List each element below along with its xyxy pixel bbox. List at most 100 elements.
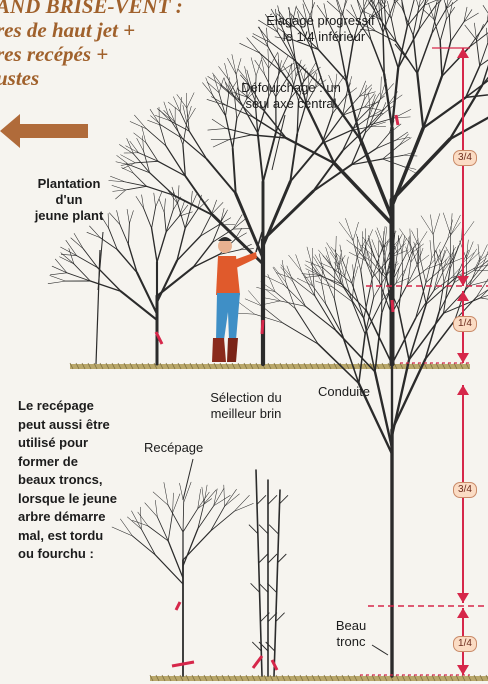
tree-branch — [128, 223, 129, 244]
tree-branch — [315, 296, 336, 331]
tree-branch — [432, 9, 447, 34]
tree-branch — [365, 110, 370, 133]
tree-branch — [159, 199, 164, 213]
tree-branch — [238, 302, 255, 314]
tree-branch — [127, 209, 129, 223]
tree-branch — [326, 304, 342, 335]
tree-branch — [446, 7, 454, 19]
label-pointer — [98, 232, 103, 290]
tree-branch — [352, 283, 364, 318]
left-arrow-icon — [0, 114, 88, 148]
label-line: utilisé pour — [18, 434, 117, 453]
tree-branch — [133, 536, 156, 555]
label-line: Défourchage : un — [226, 80, 356, 96]
title-line: ustes — [0, 66, 183, 90]
tree-branch — [289, 255, 302, 271]
tree-branch — [198, 489, 201, 509]
label-pointer — [372, 645, 388, 655]
recepage-cut-mark — [176, 602, 180, 610]
label-line: lorsque le jeune — [18, 490, 117, 509]
sprout-stem — [256, 470, 262, 676]
tree-branch — [324, 274, 335, 299]
sprout-twig — [269, 525, 278, 534]
tree-branch — [307, 247, 312, 267]
measure-arrowhead — [457, 353, 469, 363]
tree-branch — [255, 314, 283, 323]
tree-branch — [381, 77, 382, 99]
tree-branch — [233, 219, 245, 229]
tree-branch — [211, 200, 216, 214]
tree-branch — [232, 54, 236, 74]
tree-branch — [271, 43, 294, 60]
tree-branch — [357, 237, 358, 257]
label-line: peut aussi être — [18, 416, 117, 435]
tree-branch — [376, 133, 389, 148]
tree-branch — [121, 291, 157, 320]
tree-branch — [421, 216, 433, 235]
tree-branch — [87, 232, 100, 237]
tree-branch — [347, 41, 354, 81]
tree-branch — [417, 34, 431, 73]
defourchage-label: Défourchage : un seul axe central — [226, 80, 356, 112]
tree-branch — [234, 503, 253, 511]
tree-branch — [321, 266, 323, 282]
tree-branch — [434, 272, 443, 291]
title-line: res recépés + — [0, 42, 183, 66]
label-line: Le recépage — [18, 397, 117, 416]
measure-badge-3-4-top: 3/4 — [453, 150, 477, 166]
tree-branch — [274, 267, 286, 282]
label-line: beaux troncs, — [18, 471, 117, 490]
label-line: Élagage progressif : — [244, 13, 404, 29]
tree-branch — [470, 29, 488, 47]
tree-branch — [339, 43, 346, 81]
tree-branch — [464, 13, 479, 22]
title-line: res de haut jet + — [0, 18, 183, 42]
measure-arrowhead — [457, 665, 469, 675]
tree-branch — [207, 159, 236, 193]
label-line: Sélection du — [196, 390, 296, 406]
tree-branch — [251, 58, 256, 76]
sprout-twig — [268, 554, 277, 563]
gardener-figure — [212, 232, 262, 362]
tree-branch — [207, 99, 227, 105]
tree-branch — [446, 258, 463, 265]
tree-branch — [392, 318, 416, 364]
label-line: arbre démarre — [18, 508, 117, 527]
tree-branch — [367, 252, 371, 269]
tree-branch — [154, 193, 156, 207]
recepage-description: Le recépage peut aussi être utilisé pour… — [18, 397, 117, 564]
tree-branch — [213, 140, 229, 147]
label-line: d'un — [24, 192, 114, 208]
tree-branch — [126, 186, 147, 190]
label-line: seul axe central — [226, 96, 356, 112]
tree-branch — [185, 176, 213, 215]
tree-branch — [287, 266, 293, 282]
tree-branch — [416, 283, 426, 319]
tree-branch — [164, 213, 166, 232]
tree-branch — [263, 191, 313, 240]
label-line: mal, est tordu — [18, 527, 117, 546]
tree-branch — [126, 146, 139, 153]
tree-branch — [476, 278, 488, 298]
tree-branch — [451, 215, 461, 235]
tree-branch — [410, 229, 411, 245]
tree-branch — [211, 97, 227, 106]
tree-branch — [155, 500, 157, 517]
tree-branch — [403, 155, 417, 156]
tree-branch — [206, 78, 213, 95]
tree-branch — [211, 506, 225, 531]
tree-branch — [156, 192, 162, 207]
tree-branch — [346, 218, 354, 240]
tree-branch — [268, 47, 283, 73]
tree-branch — [392, 359, 425, 430]
plantation-label: Plantation d'un jeune plant — [24, 176, 114, 224]
tree-branch — [55, 259, 67, 273]
tree-branch — [187, 108, 196, 122]
tree-branch — [371, 41, 384, 75]
measure-arrowhead — [457, 385, 469, 395]
tree-branch — [166, 216, 179, 232]
tree-branch — [347, 240, 363, 252]
tree-branch — [482, 49, 488, 86]
tree-branch — [283, 323, 318, 344]
